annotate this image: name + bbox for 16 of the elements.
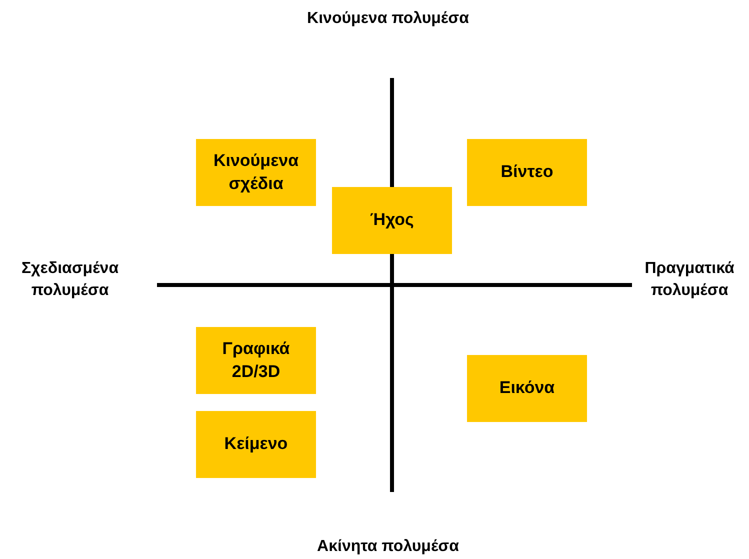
category-box [196, 327, 316, 394]
box-label: Κινούμενα σχέδια [212, 150, 300, 194]
category-box [196, 139, 316, 206]
category-box [196, 411, 316, 478]
axis-label: Πραγματικά πολυμέσα [644, 259, 736, 302]
box-label: Βίντεο [500, 161, 554, 184]
box-label: Γραφικά 2D/3D [221, 338, 291, 382]
category-box [332, 187, 452, 254]
box-label: Κείμενο [224, 433, 288, 456]
axis-label: Ακίνητα πολυμέσα [316, 537, 460, 557]
box-label: Εικόνα [499, 377, 555, 400]
category-box [467, 355, 587, 422]
axis-label: Κινούμενα πολυμέσα [306, 9, 470, 29]
box-label: Ήχος [370, 209, 414, 232]
axis-label: Σχεδιασμένα πολυμέσα [20, 259, 120, 302]
category-box [467, 139, 587, 206]
